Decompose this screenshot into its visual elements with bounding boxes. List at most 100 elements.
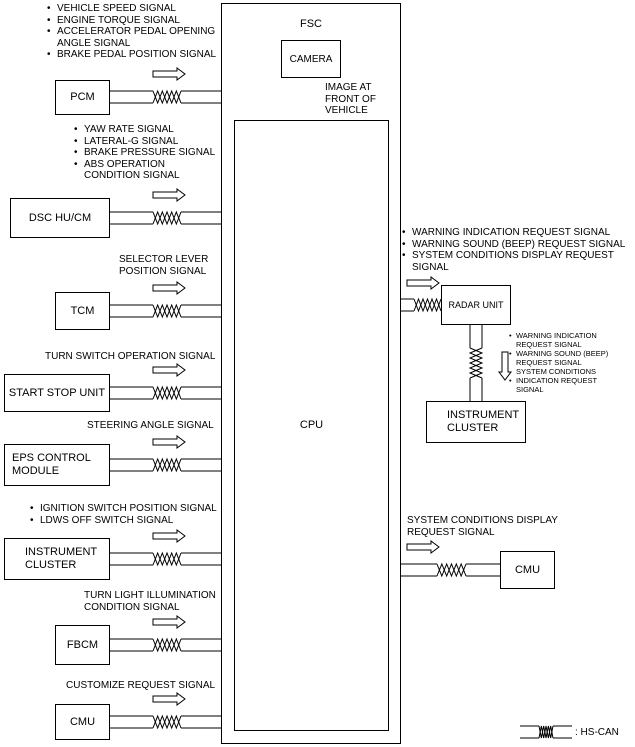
camera-label: CAMERA xyxy=(289,53,333,65)
camera-box: CAMERA xyxy=(281,40,341,78)
tcm-can-twist-a xyxy=(153,305,181,317)
pcm-signal-2: ENGINE TORQUE SIGNAL xyxy=(47,15,216,27)
dsc-signal-4: ABS OPERATION xyxy=(74,159,215,171)
cmu-right-arrow xyxy=(406,540,440,554)
start-stop-arrow xyxy=(152,363,186,377)
cluster-signal-3-cont: INDICATION REQUEST xyxy=(509,376,608,385)
cluster-can-twist-b xyxy=(470,348,482,378)
fbcm-arrow xyxy=(152,615,186,629)
fbcm-can-twist-a xyxy=(153,639,181,651)
pcm-signals: VEHICLE SPEED SIGNAL ENGINE TORQUE SIGNA… xyxy=(47,3,216,61)
instrument-cluster-left-signal-1: IGNITION SWITCH POSITION SIGNAL xyxy=(30,503,217,515)
radar-unit-label: RADAR UNIT xyxy=(448,299,504,310)
fbcm-signal-1: TURN LIGHT ILLUMINATION xyxy=(84,590,216,601)
instrument-cluster-right-line-2: CLUSTER xyxy=(447,422,499,434)
cluster-signal-2: WARNING SOUND (BEEP) xyxy=(509,349,608,358)
cmu-left-can-twist-a xyxy=(153,716,181,728)
start-stop-unit-label: START STOP UNIT xyxy=(8,386,106,399)
pcm-signal-4: BRAKE PEDAL POSITION SIGNAL xyxy=(47,49,216,61)
radar-arrow xyxy=(406,276,440,290)
tcm-signal-1: SELECTOR LEVER xyxy=(119,254,209,265)
tcm-arrow xyxy=(152,281,186,295)
pcm-box: PCM xyxy=(55,80,110,115)
cpu-box: CPU xyxy=(234,120,389,731)
pcm-signal-3-cont: ANGLE SIGNAL xyxy=(57,37,131,49)
eps-signal: STEERING ANGLE SIGNAL xyxy=(87,420,214,431)
cmu-right-can-twist-a xyxy=(437,564,466,576)
pcm-can-twist-b xyxy=(153,91,181,103)
image-label-line-3: VEHICLE xyxy=(325,105,368,116)
instrument-cluster-left-can-twist-a xyxy=(153,553,181,565)
dsc-signal-3: BRAKE PRESSURE SIGNAL xyxy=(74,147,215,159)
eps-label-line-1: EPS CONTROL xyxy=(12,452,91,464)
cluster-signal-3-end: SIGNAL xyxy=(516,385,544,394)
cmu-right-signal-1-cont: REQUEST SIGNAL xyxy=(407,526,495,538)
cmu-left-label: CMU xyxy=(69,715,96,728)
cluster-can-twist-a xyxy=(470,348,482,378)
pcm-arrow xyxy=(152,67,186,81)
cmu-left-arrow xyxy=(152,692,186,706)
cmu-right-signals: SYSTEM CONDITIONS DISPLAY REQUEST SIGNAL xyxy=(407,515,558,538)
instrument-cluster-left-box: INSTRUMENT CLUSTER xyxy=(4,538,110,580)
cluster-signal-2-cont: REQUEST SIGNAL xyxy=(516,358,582,367)
cmu-left-box: CMU xyxy=(55,704,110,740)
fbcm-can-twist-b xyxy=(153,639,181,651)
cmu-right-label: CMU xyxy=(514,563,541,576)
pcm-can-twist-a xyxy=(153,91,181,103)
fbcm-signal-1-cont: CONDITION SIGNAL xyxy=(84,601,180,613)
start-stop-can-twist-b xyxy=(153,387,181,399)
eps-arrow xyxy=(152,435,186,449)
instrument-cluster-left-label: INSTRUMENT CLUSTER xyxy=(25,546,97,572)
tcm-signal-1-cont: POSITION SIGNAL xyxy=(119,265,207,277)
dsc-signal-2: LATERAL-G SIGNAL xyxy=(74,136,215,148)
tcm-can-twist-b xyxy=(153,305,181,317)
pcm-signal-3: ACCELERATOR PEDAL OPENING xyxy=(47,26,216,38)
instrument-cluster-left-arrow xyxy=(152,529,186,543)
radar-signal-3-cont: SIGNAL xyxy=(412,261,449,273)
instrument-cluster-right-label: INSTRUMENT CLUSTER xyxy=(447,409,519,435)
fsc-title: FSC xyxy=(300,18,322,30)
radar-can-twist-a xyxy=(414,299,441,311)
fbcm-box: FBCM xyxy=(55,625,110,665)
radar-signals: WARNING INDICATION REQUEST SIGNAL WARNIN… xyxy=(402,227,625,273)
instrument-cluster-left-signals: IGNITION SWITCH POSITION SIGNAL LDWS OFF… xyxy=(30,503,217,526)
tcm-box: TCM xyxy=(55,292,110,330)
dsc-signals: YAW RATE SIGNAL LATERAL-G SIGNAL BRAKE P… xyxy=(74,124,215,182)
cmu-left-signal: CUSTOMIZE REQUEST SIGNAL xyxy=(66,680,216,691)
pcm-label: PCM xyxy=(70,91,95,103)
radar-signal-2: WARNING SOUND (BEEP) REQUEST SIGNAL xyxy=(402,239,625,251)
instrument-cluster-right-box: INSTRUMENT CLUSTER xyxy=(426,401,526,443)
fbcm-signals: TURN LIGHT ILLUMINATION CONDITION SIGNAL xyxy=(84,590,216,613)
instrument-cluster-right-line-1: INSTRUMENT xyxy=(447,409,520,421)
legend-label: : HS-CAN xyxy=(575,727,619,738)
dsc-hu-cm-box: DSC HU/CM xyxy=(10,198,110,238)
legend-can-twist-a xyxy=(539,726,553,738)
instrument-cluster-left-line-1: INSTRUMENT xyxy=(25,546,98,558)
cluster-arrow xyxy=(498,351,512,381)
dsc-hu-cm-label: DSC HU/CM xyxy=(28,211,92,224)
start-stop-unit-box: START STOP UNIT xyxy=(4,374,110,412)
image-label-line-2: FRONT OF xyxy=(325,93,376,105)
dsc-arrow xyxy=(152,188,186,202)
eps-can-twist-b xyxy=(153,459,181,471)
cluster-signal-1-cont: REQUEST SIGNAL xyxy=(516,340,582,349)
cpu-label: CPU xyxy=(299,419,324,431)
tcm-label: TCM xyxy=(70,304,95,317)
image-label-line-1: IMAGE AT xyxy=(325,82,372,93)
dsc-signal-1: YAW RATE SIGNAL xyxy=(74,124,215,136)
radar-signal-1: WARNING INDICATION REQUEST SIGNAL xyxy=(402,227,625,239)
radar-unit-box: RADAR UNIT xyxy=(441,285,511,325)
cmu-right-signal-1: SYSTEM CONDITIONS DISPLAY xyxy=(407,515,558,526)
pcm-signal-1: VEHICLE SPEED SIGNAL xyxy=(47,3,216,15)
fbcm-label: FBCM xyxy=(66,638,99,651)
dsc-can-twist-a xyxy=(153,212,181,224)
cluster-signal-3: SYSTEM CONDITIONS xyxy=(516,367,597,376)
image-label: IMAGE AT FRONT OF VEHICLE xyxy=(325,82,376,117)
start-stop-signal: TURN SWITCH OPERATION SIGNAL xyxy=(45,351,216,362)
cmu-left-can-twist-b xyxy=(153,716,181,728)
eps-can-twist-a xyxy=(153,459,181,471)
radar-signal-3: SYSTEM CONDITIONS DISPLAY REQUEST xyxy=(402,250,625,262)
legend-can-twist-b xyxy=(539,726,553,738)
cmu-right-box: CMU xyxy=(500,551,555,589)
start-stop-can-twist-a xyxy=(153,387,181,399)
